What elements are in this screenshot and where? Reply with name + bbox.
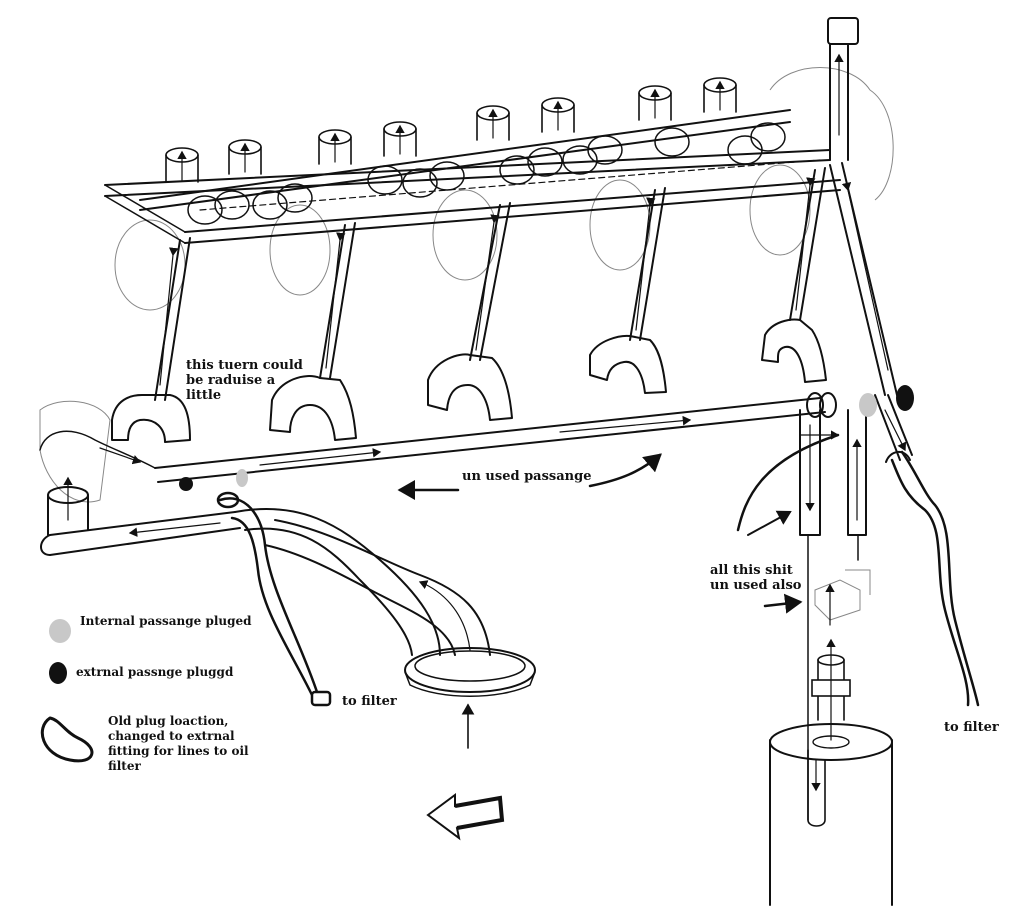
to-filter-left-label: to filter	[342, 694, 397, 709]
main-gallery	[40, 397, 826, 556]
rear-sump-line	[874, 394, 913, 461]
internal-plug-marker	[859, 393, 877, 417]
to-filter-right-label: to filter	[944, 720, 999, 735]
legend-loop-icon	[40, 716, 94, 763]
front-return-loop	[39, 430, 156, 469]
external-plug-marker	[896, 385, 914, 411]
legend-item-old-plug: Old plug loaction, changed to extrnal fi…	[108, 714, 249, 773]
lifter-bores	[165, 77, 737, 183]
turn-radius-note: this tuern could be raduise a little	[186, 358, 303, 403]
hand-drawn-arrows	[397, 433, 840, 614]
main-bearing-feeds	[154, 162, 898, 401]
legend-item-internal: Internal passange pluged	[80, 614, 252, 628]
internal-plug-marker	[236, 469, 248, 487]
oil-pickup-tube	[234, 507, 536, 749]
unused-also-label: all this shit un used also	[710, 563, 802, 593]
legend-gray-dot-icon	[49, 619, 71, 643]
legend-item-external: extrnal passnge pluggd	[76, 665, 234, 679]
legend-symbols	[40, 619, 94, 763]
lifter-rings	[187, 122, 786, 225]
flow-direction-arrow	[426, 793, 505, 841]
external-plug-marker	[179, 477, 193, 491]
main-bearing-saddles	[111, 318, 827, 443]
engine-block-outline	[39, 67, 894, 503]
external-filter-lines	[216, 450, 980, 707]
top-gallery-rails	[104, 109, 841, 244]
legend-black-dot-icon	[49, 662, 67, 684]
oil-filter-assembly	[769, 17, 893, 906]
unused-passage-label: un used passange	[462, 469, 592, 484]
plug-markers	[179, 385, 914, 491]
